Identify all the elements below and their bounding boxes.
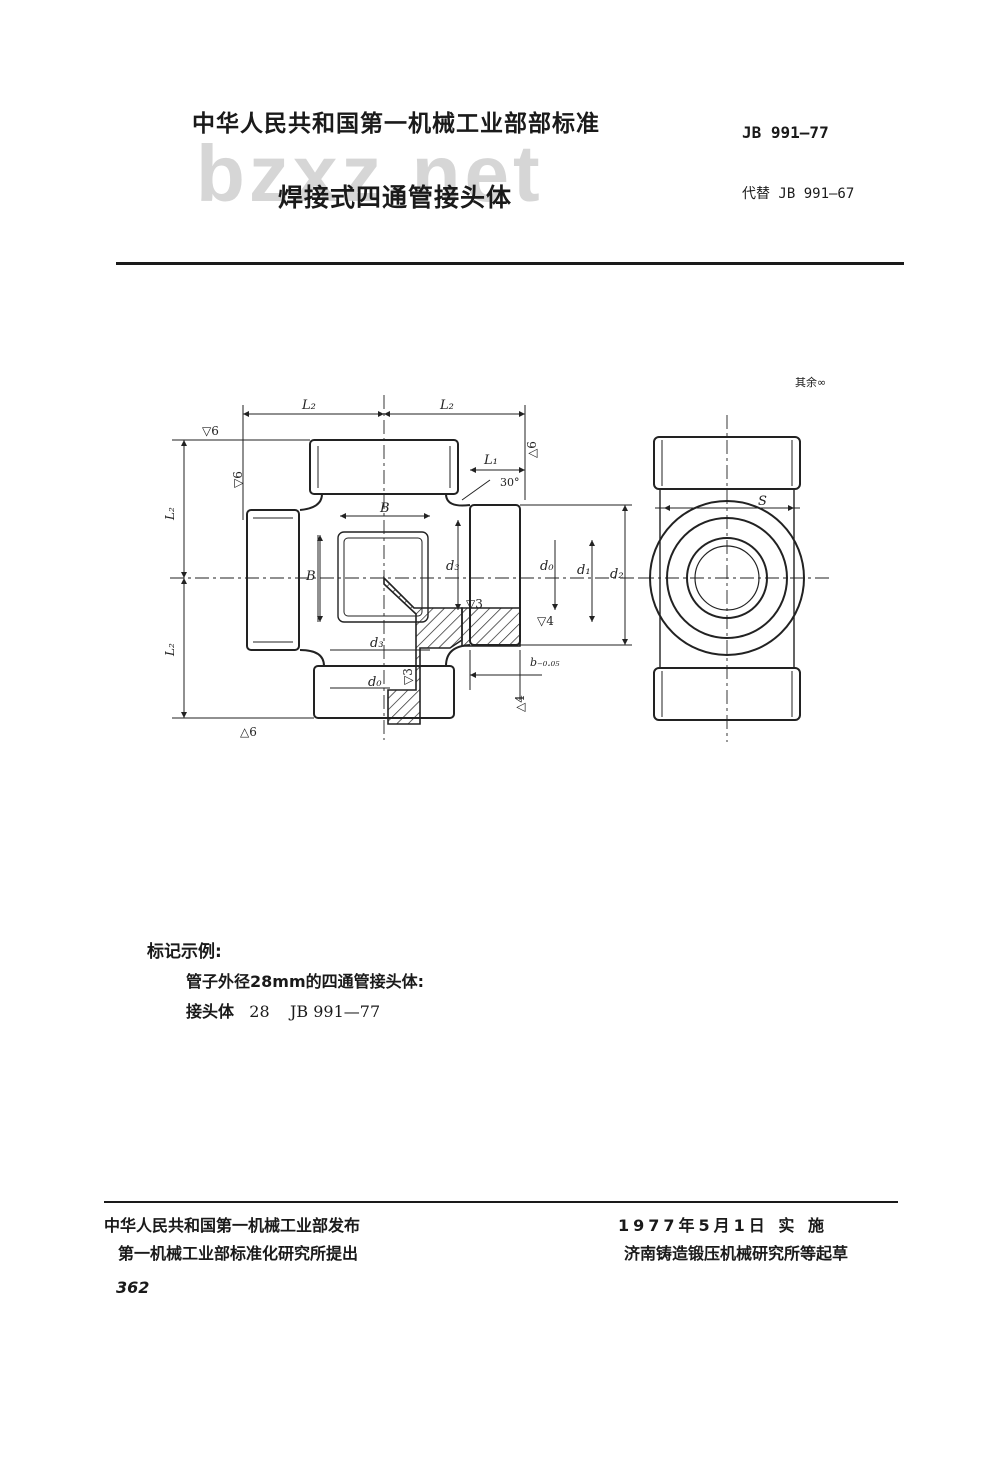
example-size: 28 [249, 1002, 270, 1021]
technical-drawing: L₂ L₂ L₁ B B d₃ d₃ d₀ d₀ d₁ d₂ S b₋₀.₀₅ … [163, 395, 832, 742]
roughness-6-left: ▽6 [231, 471, 245, 488]
label-L2-upper: L₂ [163, 507, 177, 521]
example-code: JB 991—77 [289, 1002, 381, 1021]
label-d2: d₂ [610, 567, 624, 582]
header-rule [116, 262, 904, 265]
roughness-4: ▽4 [537, 614, 554, 628]
footer-rule [104, 1201, 898, 1203]
roughness-6-bottom: △6 [240, 725, 257, 739]
footer-effective-date: 1977年5月1日 实 施 [618, 1216, 828, 1235]
roughness-6-right: △6 [525, 441, 539, 458]
label-B-horizontal: B [379, 501, 390, 516]
example-title: 标记示例: [147, 942, 222, 962]
footer-drafter: 济南铸造锻压机械研究所等起草 [624, 1244, 849, 1263]
label-L1: L₁ [483, 453, 498, 468]
label-d3-bottom: d₃ [370, 636, 384, 651]
label-S: S [758, 494, 767, 509]
label-angle: 30° [500, 476, 520, 489]
roughness-3: ▽3 [466, 597, 483, 611]
replaces-code: 代替 JB 991—67 [742, 186, 855, 202]
standard-code: JB 991—77 [742, 123, 829, 142]
roughness-4-vertical: △4 [513, 695, 527, 712]
example-designation: 接头体 28 JB 991—77 [186, 998, 380, 1022]
roughness-6-top: ▽6 [202, 424, 219, 438]
side-view [640, 415, 832, 742]
label-L2-lower: L₂ [163, 643, 177, 657]
label-L2-left: L₂ [301, 398, 316, 413]
footer-proposer: 第一机械工业部标准化研究所提出 [118, 1244, 359, 1263]
standard-authority-title: 中华人民共和国第一机械工业部部标准 [192, 111, 600, 137]
footer-publisher: 中华人民共和国第一机械工业部发布 [104, 1216, 361, 1235]
example-name: 接头体 [186, 1002, 235, 1021]
label-d0-bottom: d₀ [368, 675, 382, 690]
example-description: 管子外径28mm的四通管接头体: [186, 972, 425, 991]
roughness-note: 其余∞ [795, 376, 827, 389]
label-L2-right: L₂ [439, 398, 454, 413]
document-title: 焊接式四通管接头体 [278, 183, 513, 212]
watermark: bzxz.net [196, 129, 544, 218]
label-d3-right: d₃ [446, 559, 460, 574]
roughness-3-vertical: ▽3 [401, 668, 415, 685]
label-b-tolerance: b₋₀.₀₅ [530, 656, 560, 669]
label-d0-right: d₀ [540, 559, 554, 574]
page-number: 362 [116, 1278, 150, 1297]
label-d1: d₁ [577, 563, 591, 578]
label-B-vertical: B [305, 569, 316, 584]
